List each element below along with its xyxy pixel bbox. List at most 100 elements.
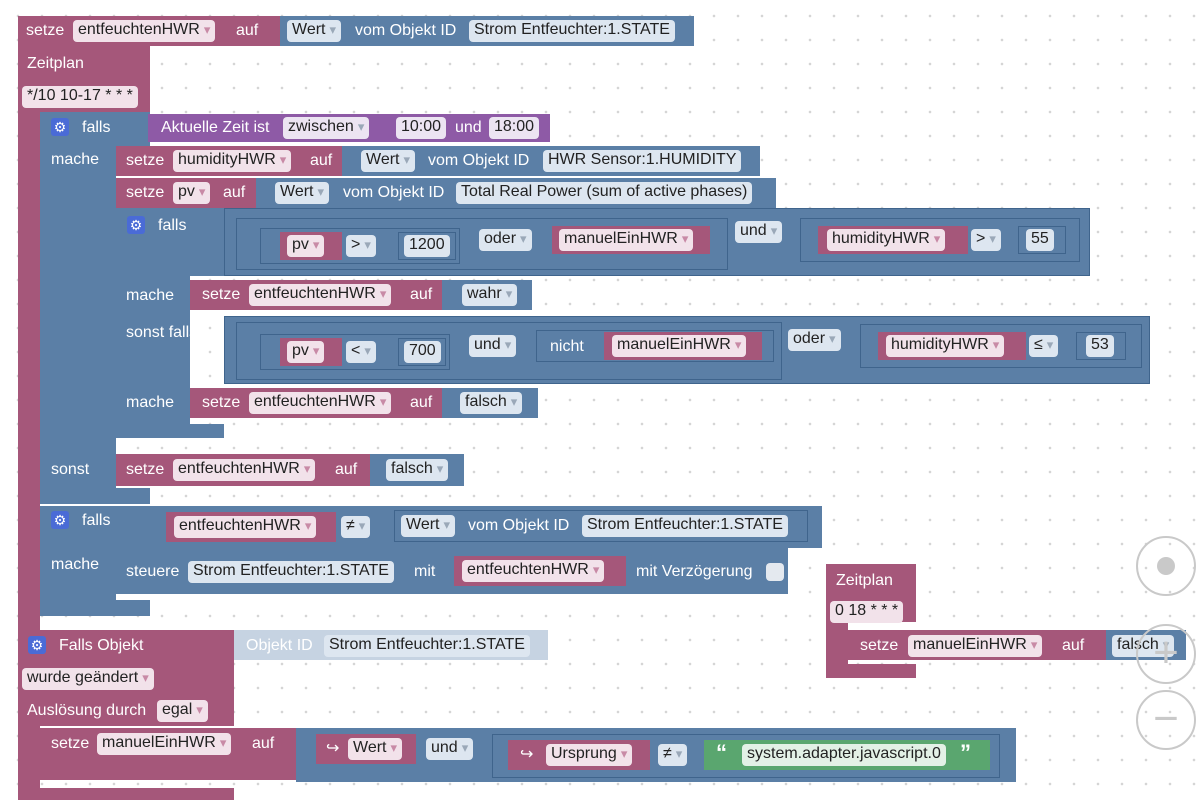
setze-label: setze: [126, 152, 165, 169]
time-start-field[interactable]: 10:00: [396, 117, 447, 139]
zoom-in-icon[interactable]: +: [1136, 624, 1196, 684]
var-dropdown[interactable]: entfeuchtenHWR: [249, 284, 392, 306]
auf-label: auf: [236, 22, 259, 39]
zeitplan-spine: [18, 116, 40, 630]
var-dropdown[interactable]: manuelEinHWR: [559, 229, 694, 251]
gear-icon[interactable]: ⚙: [51, 118, 69, 136]
nicht-label: nicht: [550, 338, 584, 355]
zeitplan-label: Zeitplan: [836, 572, 893, 589]
var-dropdown[interactable]: humidityHWR: [173, 150, 292, 172]
objekt-id-label: Objekt ID: [246, 637, 313, 654]
var-dropdown[interactable]: humidityHWR: [827, 229, 946, 251]
und-label: und: [455, 119, 482, 136]
egal-dropdown[interactable]: egal: [157, 700, 208, 722]
var-dropdown[interactable]: entfeuchtenHWR: [174, 516, 317, 538]
cron-field[interactable]: 0 18 * * *: [830, 601, 904, 623]
wert-dropdown[interactable]: Wert: [401, 515, 456, 537]
falls-block-2-body: [116, 276, 190, 436]
falls-block-3-body: [40, 548, 116, 600]
auf-label: auf: [335, 461, 358, 478]
mit-label: mit: [414, 563, 436, 580]
number-field[interactable]: 53: [1086, 335, 1114, 357]
var-dropdown[interactable]: manuelEinHWR: [97, 733, 232, 755]
setze-label: setze: [860, 637, 899, 654]
recenter-dot-icon: [1157, 557, 1175, 575]
number-field[interactable]: 55: [1026, 229, 1054, 251]
verzoegerung-checkbox[interactable]: [766, 563, 784, 581]
setze-label: setze: [26, 22, 65, 39]
auf-label: auf: [310, 152, 333, 169]
var-dropdown[interactable]: pv: [287, 341, 325, 363]
number-field[interactable]: 700: [404, 341, 441, 363]
gear-icon[interactable]: ⚙: [28, 636, 46, 654]
object-id-field[interactable]: Strom Entfeuchter:1.STATE: [324, 635, 530, 657]
gear-icon[interactable]: ⚙: [51, 511, 69, 529]
zoom-out-icon[interactable]: −: [1136, 690, 1196, 750]
wahr-dropdown[interactable]: wahr: [462, 284, 518, 306]
operator-dropdown[interactable]: <: [346, 341, 376, 363]
object-id-field[interactable]: HWR Sensor:1.HUMIDITY: [543, 150, 742, 172]
wert-dropdown[interactable]: Wert: [361, 150, 416, 172]
zeitplan-2-spine: [826, 622, 848, 664]
zeitplan-label: Zeitplan: [27, 55, 84, 72]
gear-icon[interactable]: ⚙: [127, 216, 145, 234]
falls-objekt-label: Falls Objekt: [59, 637, 144, 654]
vom-objekt-id-label: vom Objekt ID: [343, 184, 445, 201]
operator-dropdown[interactable]: >: [346, 235, 376, 257]
wurde-geaendert-dropdown[interactable]: wurde geändert: [22, 668, 154, 690]
recenter-icon[interactable]: [1136, 536, 1196, 596]
ursprung-dropdown[interactable]: Ursprung: [546, 744, 633, 766]
operator-dropdown[interactable]: ≠: [658, 744, 688, 766]
oder-dropdown[interactable]: oder: [479, 229, 532, 251]
text-field[interactable]: system.adapter.javascript.0: [742, 744, 946, 766]
ausloesung-label: Auslösung durch: [27, 702, 147, 719]
setze-label: setze: [51, 735, 90, 752]
object-id-field[interactable]: Strom Entfeuchter:1.STATE: [469, 20, 675, 42]
vom-objekt-id-label: vom Objekt ID: [355, 22, 457, 39]
operator-dropdown[interactable]: >: [971, 229, 1001, 251]
quote-close-icon: ”: [960, 740, 971, 765]
sonst-falls-label: sonst falls: [126, 324, 198, 341]
number-field[interactable]: 1200: [404, 235, 450, 257]
var-dropdown[interactable]: pv: [287, 235, 325, 257]
wert-dropdown[interactable]: Wert: [275, 182, 330, 204]
und-dropdown[interactable]: und: [426, 738, 474, 760]
mache-label: mache: [51, 151, 100, 168]
auf-label: auf: [252, 735, 275, 752]
var-dropdown[interactable]: humidityHWR: [886, 335, 1005, 357]
wert-dropdown[interactable]: Wert: [287, 20, 342, 42]
var-dropdown[interactable]: manuelEinHWR: [908, 635, 1043, 657]
var-dropdown[interactable]: entfeuchtenHWR: [73, 20, 216, 42]
oder-dropdown[interactable]: oder: [788, 329, 841, 351]
und-dropdown[interactable]: und: [735, 221, 783, 243]
cron-field[interactable]: */10 10-17 * * *: [22, 86, 138, 108]
operator-dropdown[interactable]: ≠: [341, 516, 371, 538]
vom-objekt-id-label: vom Objekt ID: [468, 517, 570, 534]
setze-label: setze: [126, 461, 165, 478]
arrow-icon: ↪: [520, 746, 534, 763]
operator-dropdown[interactable]: ≤: [1029, 335, 1059, 357]
quote-open-icon: “: [716, 740, 727, 765]
var-dropdown[interactable]: entfeuchtenHWR: [462, 560, 605, 582]
time-end-field[interactable]: 18:00: [489, 117, 540, 139]
mit-verzoegerung-label: mit Verzögerung: [636, 563, 753, 580]
mache-label: mache: [126, 287, 175, 304]
falsch-dropdown[interactable]: falsch: [386, 459, 449, 481]
aktuelle-zeit-label: Aktuelle Zeit ist: [161, 119, 270, 136]
var-dropdown[interactable]: entfeuchtenHWR: [249, 392, 392, 414]
wert-dropdown[interactable]: Wert: [348, 738, 403, 760]
object-id-field[interactable]: Total Real Power (sum of active phases): [456, 182, 753, 204]
var-dropdown[interactable]: manuelEinHWR: [612, 335, 747, 357]
setze-label: setze: [202, 394, 241, 411]
falsch-dropdown[interactable]: falsch: [460, 392, 523, 414]
auf-label: auf: [410, 394, 433, 411]
var-dropdown[interactable]: pv: [173, 182, 211, 204]
falls-label: falls: [158, 217, 187, 234]
object-id-field[interactable]: Strom Entfeuchter:1.STATE: [582, 515, 788, 537]
object-id-field[interactable]: Strom Entfeuchter:1.STATE: [188, 561, 394, 583]
setze-label: setze: [126, 184, 165, 201]
zeitplan-2-foot: [826, 664, 916, 678]
und-dropdown[interactable]: und: [469, 335, 517, 357]
zwischen-dropdown[interactable]: zwischen: [283, 117, 370, 139]
var-dropdown[interactable]: entfeuchtenHWR: [173, 459, 316, 481]
